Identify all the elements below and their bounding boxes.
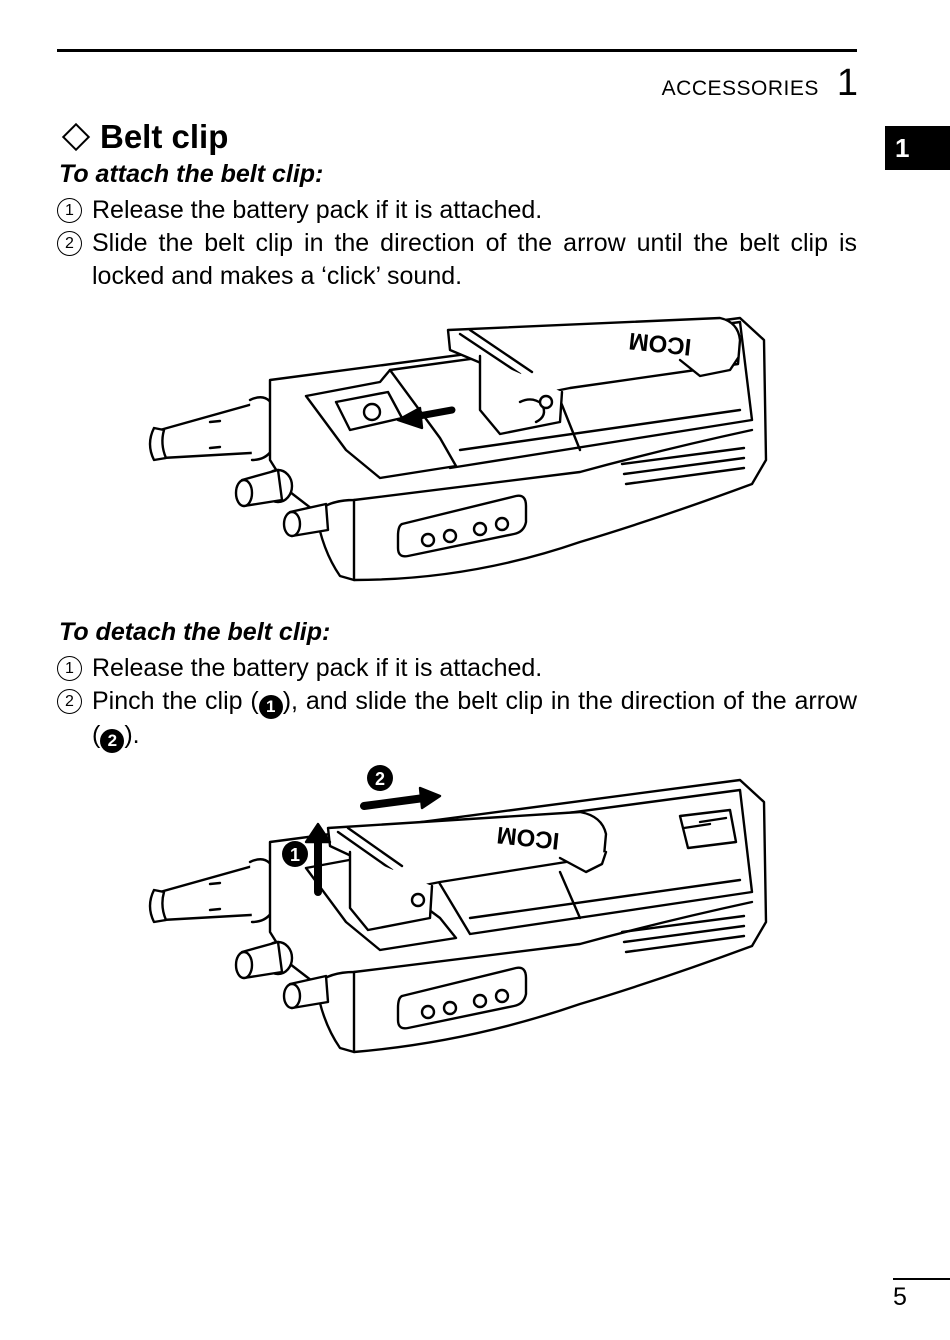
brand-logo: ICOM xyxy=(627,327,692,360)
brand-logo: ICOM xyxy=(495,821,560,854)
latch-block xyxy=(304,368,458,480)
chapter-number: 1 xyxy=(836,62,858,104)
knob xyxy=(234,468,330,538)
antenna xyxy=(148,396,280,462)
svg-text:2: 2 xyxy=(375,769,385,789)
antenna xyxy=(148,858,280,924)
step-number: 2 xyxy=(57,231,82,256)
arrow-up-icon xyxy=(304,822,332,896)
connector-plate xyxy=(396,494,528,558)
knob xyxy=(234,940,330,1010)
detach-step-2: 2 Pinch the clip (1), and slide the belt… xyxy=(57,685,857,753)
callout-1-badge: 1 xyxy=(258,695,283,719)
step-text: Slide the belt clip in the direction of … xyxy=(92,229,857,290)
arrow-icon xyxy=(396,406,456,430)
step-number: 1 xyxy=(57,656,82,681)
callout-2-badge: 2 xyxy=(100,729,125,753)
connector-plate xyxy=(396,966,528,1030)
detach-illustration: ICOM 1 2 xyxy=(148,765,768,1054)
step-number: 2 xyxy=(57,689,82,714)
diamond-icon xyxy=(61,122,91,152)
chapter-tab: 1 xyxy=(885,126,950,170)
step-text: Release the battery pack if it is attach… xyxy=(92,196,543,224)
step-text: Release the battery pack if it is attach… xyxy=(92,654,543,682)
attach-heading: To attach the belt clip: xyxy=(59,160,324,188)
attach-illustration: ICOM xyxy=(148,316,768,582)
detach-heading: To detach the belt clip: xyxy=(59,618,331,646)
attach-step-1: 1 Release the battery pack if it is atta… xyxy=(57,194,857,227)
step-number: 1 xyxy=(57,198,82,223)
callout-2: 2 xyxy=(367,765,393,791)
page-title: Belt clip xyxy=(58,118,228,156)
attach-step-2: 2 Slide the belt clip in the direction o… xyxy=(57,227,857,293)
page-number: 5 xyxy=(893,1283,907,1311)
running-header: ACCESSORIES 1 xyxy=(662,62,858,105)
step-text: Pinch the clip (1), and slide the belt c… xyxy=(92,685,857,753)
section-name: ACCESSORIES xyxy=(661,77,819,100)
belt-clip: ICOM xyxy=(326,810,608,932)
callout-1: 1 xyxy=(282,841,308,867)
svg-text:1: 1 xyxy=(290,845,300,865)
title-text: Belt clip xyxy=(100,118,229,155)
top-rule xyxy=(57,49,857,52)
arrow-right-icon xyxy=(360,786,442,810)
detach-step-1: 1 Release the battery pack if it is atta… xyxy=(57,652,857,685)
bottom-rule xyxy=(893,1278,950,1280)
belt-clip: ICOM xyxy=(446,316,742,436)
